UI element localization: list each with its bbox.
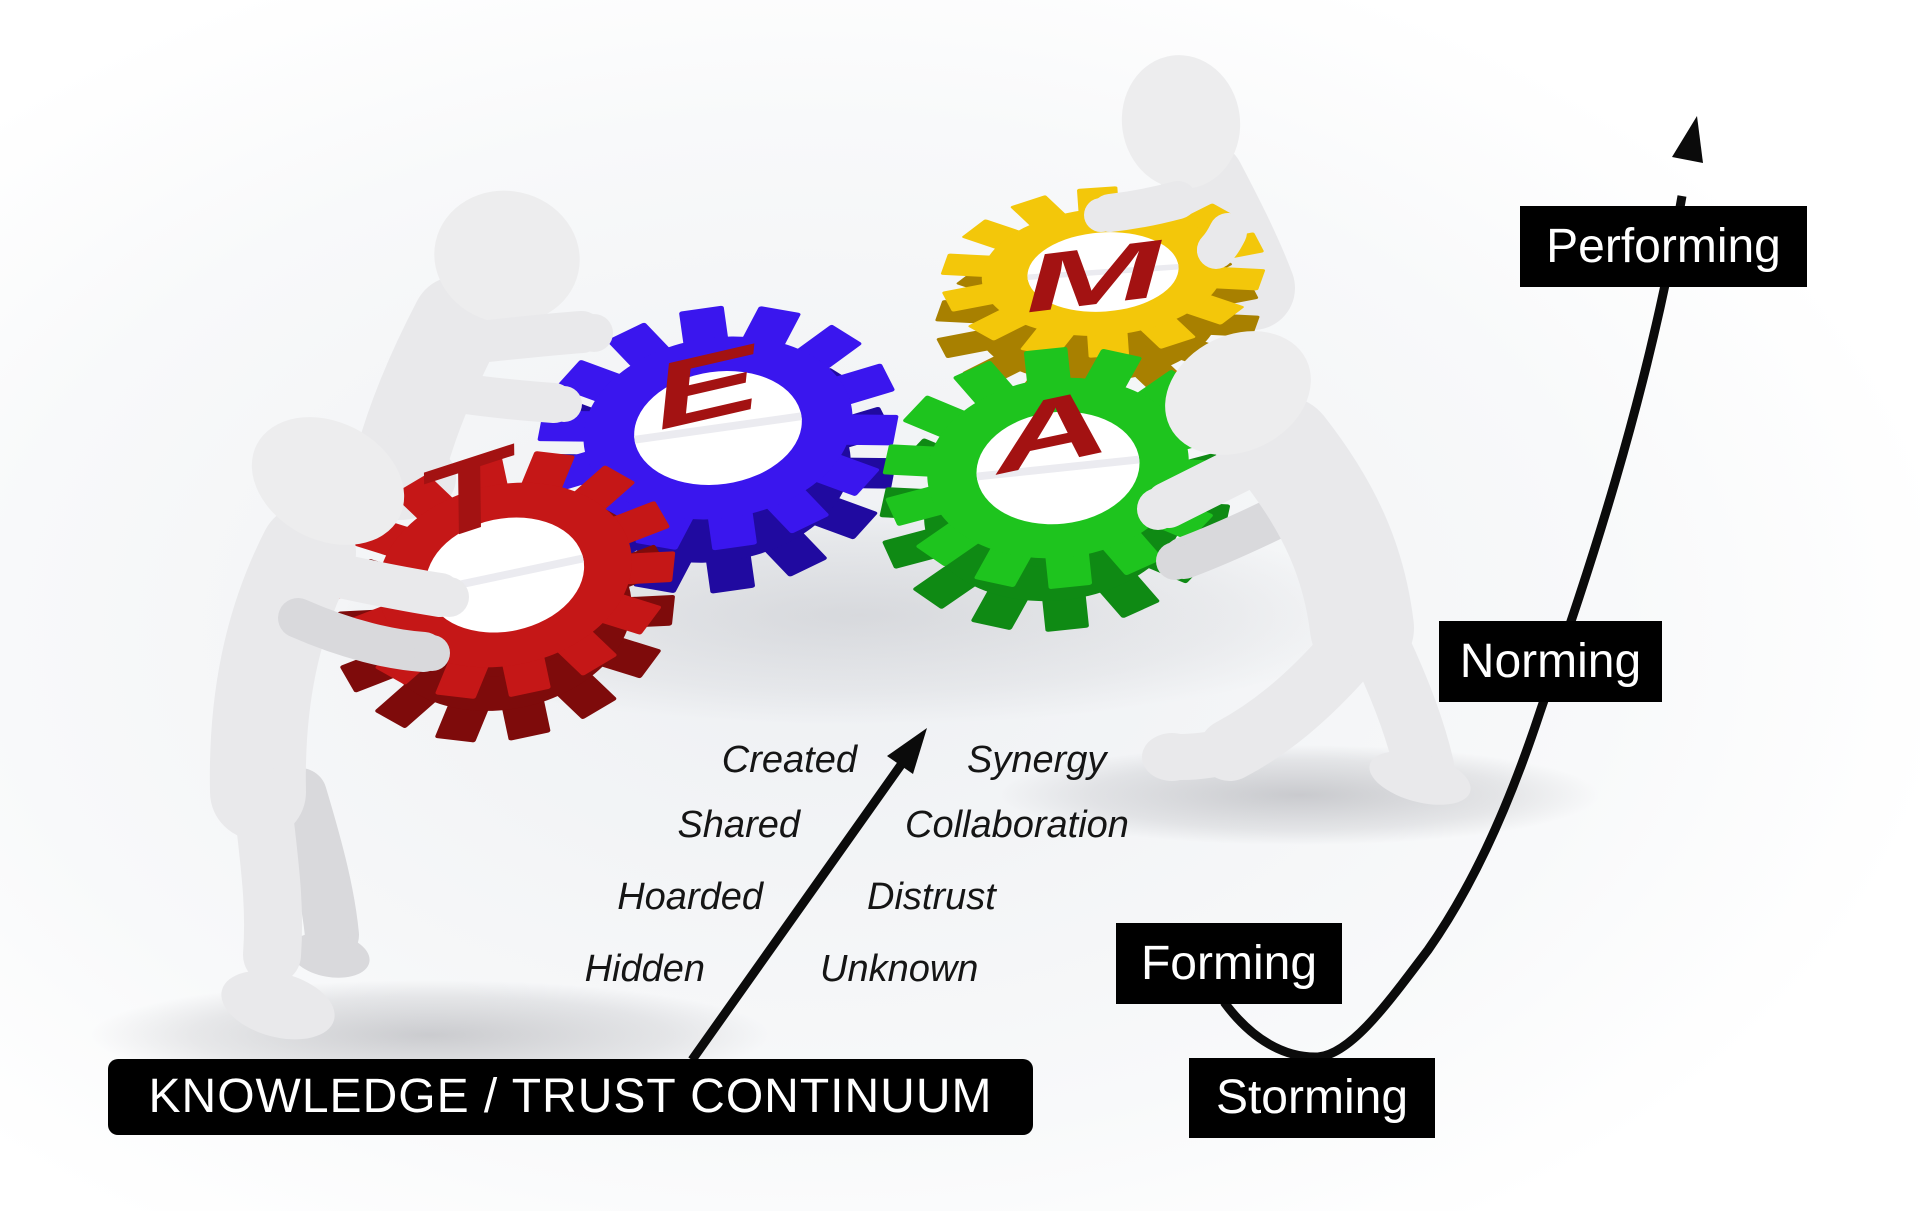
stage-label-norming: Norming (1439, 621, 1662, 702)
figure-right-head (1165, 331, 1311, 455)
knowledge-word-hoarded: Hoarded (617, 876, 763, 918)
figure-left-head (251, 417, 405, 545)
stage-label-forming-text: Forming (1140, 936, 1318, 990)
gear-letter-a: A (978, 369, 1117, 494)
stage-label-performing-text: Performing (1546, 219, 1781, 273)
figure-back-left-head (434, 190, 580, 324)
figure-back-left-arms (432, 311, 613, 423)
figure-back-right-arms (1084, 181, 1247, 269)
continuum-arrowhead (887, 728, 927, 774)
trust-word-synergy: Synergy (967, 739, 1107, 781)
stage-label-performing: Performing (1520, 206, 1807, 287)
continuum-arrow (688, 728, 927, 1063)
knowledge-word-shared: Shared (677, 804, 800, 846)
stage-curve-arrowhead (1672, 116, 1703, 163)
stage-label-forming: Forming (1116, 923, 1342, 1004)
stage-curve (1220, 116, 1703, 1062)
stage-label-storming-text: Storming (1215, 1071, 1409, 1124)
continuum-title-text: KNOWLEDGE / TRUST CONTINUUM (148, 1070, 993, 1123)
stage-label-norming-text: Norming (1459, 634, 1642, 688)
knowledge-word-hidden: Hidden (584, 948, 705, 990)
continuum-title-box: KNOWLEDGE / TRUST CONTINUUM (108, 1059, 1033, 1135)
trust-word-collaboration: Collaboration (905, 804, 1129, 846)
knowledge-word-created: Created (721, 739, 857, 781)
gear-letter-m: M (1017, 223, 1171, 330)
figure-back-right-head (1121, 55, 1241, 189)
trust-word-unknown: Unknown (820, 948, 979, 990)
stage-label-storming: Storming (1189, 1058, 1435, 1138)
trust-word-distrust: Distrust (867, 876, 996, 918)
figure-right (1137, 331, 1471, 805)
figure-left (209, 417, 469, 1040)
